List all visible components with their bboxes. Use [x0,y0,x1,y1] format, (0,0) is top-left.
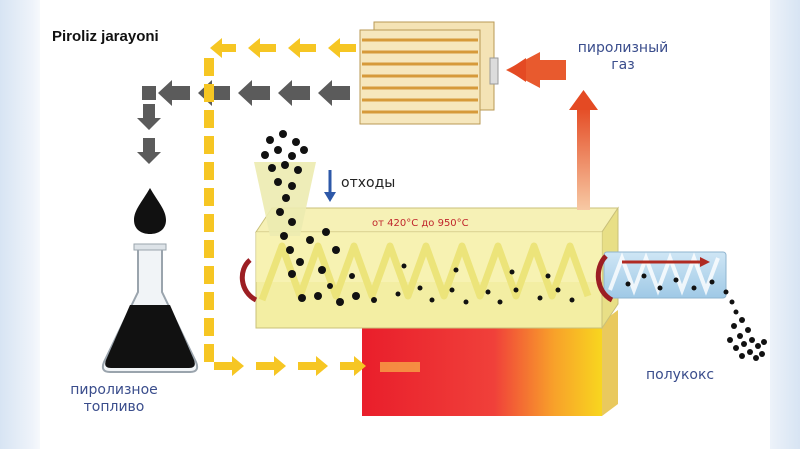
waste-arrow [324,192,336,202]
condenser-icon [359,21,499,125]
label-pyrolysis-gas: пиролизный газ [577,40,669,73]
label-waste: отходы [341,175,396,191]
waste-particles [261,130,377,306]
heat-return-arrows [204,38,420,376]
oil-drop-icon [134,188,166,234]
gas-to-condenser-arrow [506,52,566,88]
page-title: Piroliz jarayoni [52,28,159,45]
screw-conveyor-icon [258,242,592,302]
flask-icon [101,243,199,373]
semi-coke-particles [395,263,767,361]
rotation-arrow-right [595,254,614,303]
label-temperature: от 420°C до 950°C [372,218,469,229]
label-semi-coke: полукокс [646,367,715,383]
rotation-arrow-left [239,258,258,303]
fuel-flow-arrows [137,80,350,164]
gas-rising-arrow [577,106,590,210]
label-pyrolysis-fuel: пиролизное топливо [70,382,158,415]
